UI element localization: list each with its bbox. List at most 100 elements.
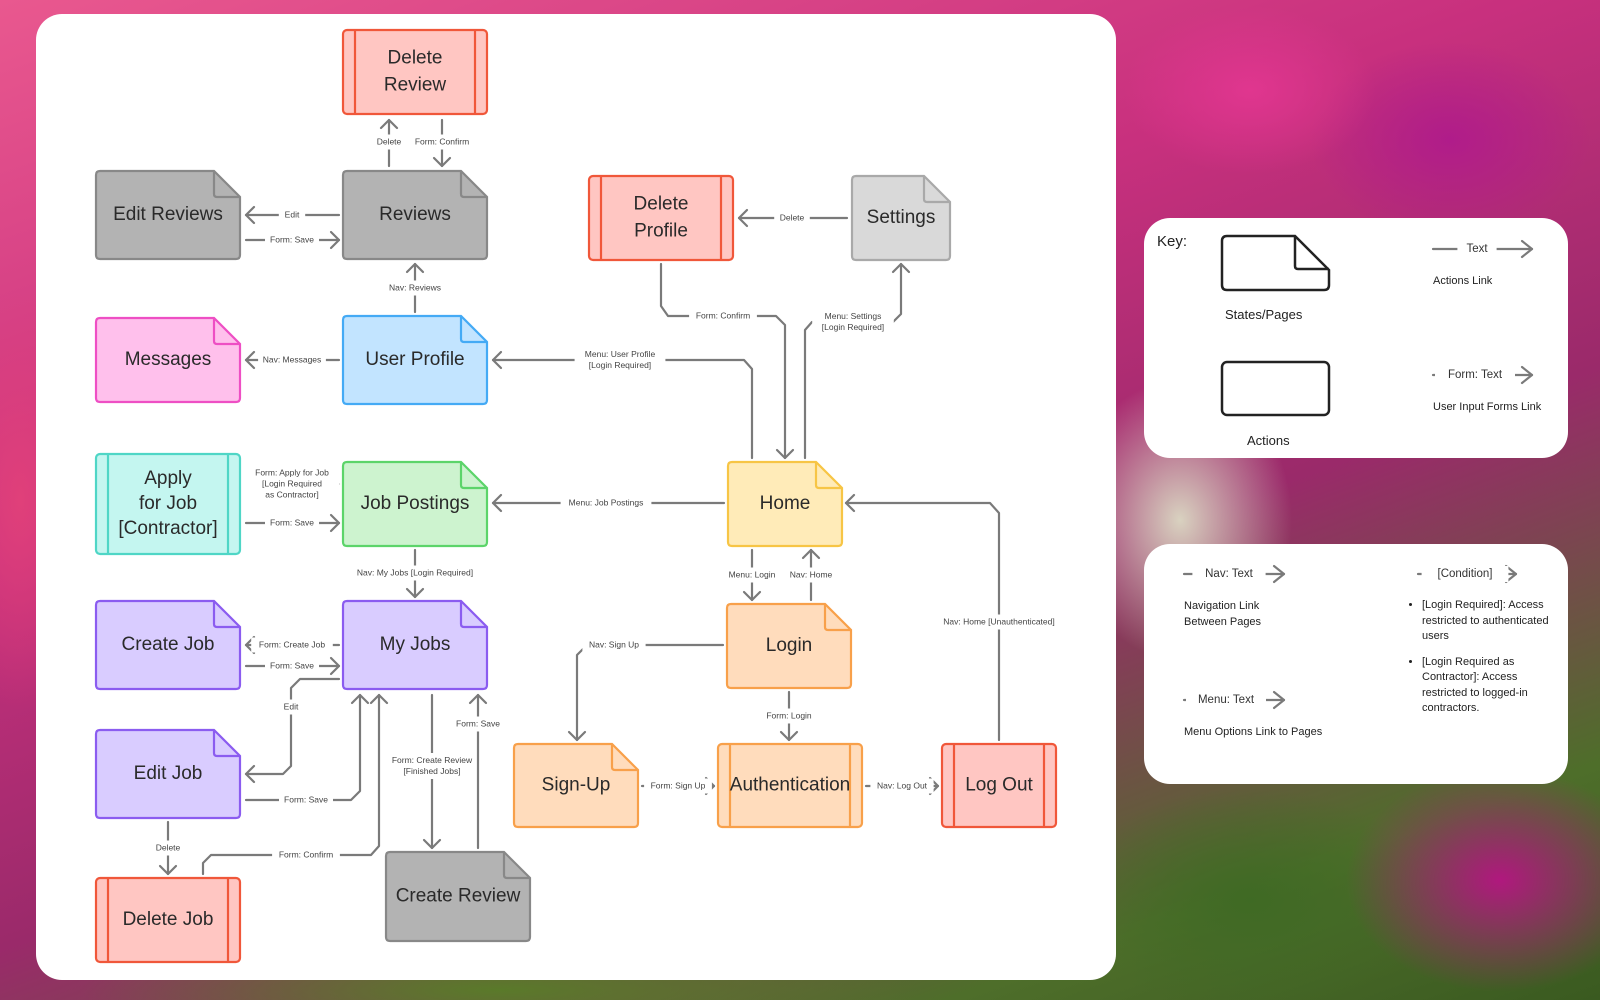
edge-reviews-to-edit-reviews[interactable]: Edit [244,205,341,225]
page-shape [94,316,242,404]
arrowhead-icon [158,864,178,876]
node-authentication[interactable]: Authentication [716,742,864,829]
edge-label: Nav: My Jobs [Login Required] [357,567,473,577]
node-edit-reviews[interactable]: Edit Reviews [94,169,242,261]
edge-settings-to-delete-profile[interactable]: Delete [737,208,849,228]
arrowhead-icon [775,448,795,460]
edge-label-bg [560,495,652,511]
node-edit-job[interactable]: Edit Job [94,728,242,820]
node-label: Reviews [379,204,451,225]
page-fold [212,318,240,346]
edge-user-profile-to-reviews[interactable]: Nav: Reviews [383,262,447,314]
node-login[interactable]: Login [725,602,853,690]
node-label: Create Job [122,634,215,655]
key-nav-link-label: Navigation Link Between Pages [1184,598,1261,630]
edge-label: Form: Confirm [696,310,750,320]
edge-apply-job-to-job-postings[interactable]: Form: Save [244,513,341,533]
edge-label-bg [383,280,447,296]
arrowhead-icon [779,730,799,742]
node-label: Login [766,635,813,656]
edge-edit-job-to-delete-job[interactable]: Delete [150,820,186,876]
edge-edit-reviews-to-reviews[interactable]: Form: Save [244,230,341,250]
edge-login-to-authentication[interactable]: Form: Login [759,690,819,742]
page-fold [459,171,487,199]
node-log-out[interactable]: Log Out [940,742,1058,829]
edge-edit-job-to-my-jobs[interactable]: Form: Save [244,693,370,808]
edge-authentication-to-log-out[interactable]: Nav: Log Out [864,776,940,796]
page-fold [459,316,487,344]
node-label: Job Postings [361,493,470,514]
edge-delete-profile-to-home[interactable]: Form: Confirm [659,262,795,460]
key-nav-link-line2: Between Pages [1184,616,1262,628]
action-shape [94,452,242,556]
edge-label: [Login Required [262,478,322,488]
edge-home-to-user-profile[interactable]: Menu: User Profile[Login Required] [491,347,754,460]
node-job-postings[interactable]: Job Postings [341,460,489,548]
node-label: My Jobs [380,634,451,655]
page-fold [459,601,487,629]
node-settings[interactable]: Settings [850,174,952,262]
node-label: [Contractor] [118,518,217,539]
node-reviews[interactable]: Reviews [341,169,489,261]
svg-text:Menu: Text: Menu: Text [1198,694,1255,706]
edge-delete-review-to-reviews[interactable]: Form: Confirm [408,118,476,168]
edge-sign-up-to-authentication[interactable]: Form: Sign Up [640,776,716,796]
edge-label: Form: Save [270,660,314,670]
node-my-jobs[interactable]: My Jobs [341,599,489,691]
edge-label: Nav: Home [Unauthenticated] [943,616,1055,626]
edge-my-jobs-to-edit-job[interactable]: Edit [244,677,341,784]
node-home[interactable]: Home [726,460,844,548]
node-delete-job[interactable]: Delete Job [94,876,242,964]
edge-label-bg [344,565,486,581]
edge-home-to-login[interactable]: Menu: Login [722,548,782,602]
edge-label: Form: Apply for Job [255,467,329,477]
edge-label: [Login Required] [822,322,884,332]
edge-label-bg [278,207,306,223]
action-shape [587,174,735,262]
arrowhead-icon [468,693,488,705]
edge-label-bg [870,778,934,794]
edge-create-review-to-my-jobs[interactable]: Form: Save [451,693,505,850]
edge-login-to-home[interactable]: Nav: Home [786,548,836,602]
node-messages[interactable]: Messages [94,316,242,404]
svg-text:Nav: Text: Nav: Text [1205,568,1254,580]
edge-my-jobs-to-create-job[interactable]: Form: Create Job [244,635,341,655]
arrowhead-icon [567,730,587,742]
edge-job-postings-to-my-jobs[interactable]: Nav: My Jobs [Login Required] [344,548,486,599]
edge-my-jobs-to-create-review[interactable]: Form: Create Review[Finished Jobs] [384,693,480,850]
node-label: Delete Job [123,909,214,930]
key-form-link-label: User Input Forms Link [1433,401,1542,413]
arrowhead-icon [844,493,856,513]
edge-label: Edit [284,701,299,711]
page-shape [94,728,242,820]
edge-user-profile-to-messages[interactable]: Nav: Messages [244,350,341,370]
arrowhead-icon [329,656,341,676]
edge-line [491,358,754,460]
node-create-job[interactable]: Create Job [94,599,242,691]
edge-delete-job-to-my-jobs[interactable]: Form: Confirm [201,693,389,876]
node-label: User Profile [365,349,464,370]
arrowhead-icon [737,208,749,228]
edge-home-to-settings[interactable]: Menu: Settings[Login Required] [803,262,911,460]
edge-label: Form: Confirm [415,136,469,146]
page-fold [212,601,240,629]
edge-login-to-sign-up[interactable]: Nav: Sign Up [567,637,725,742]
edge-log-out-to-home[interactable]: Nav: Home [Unauthenticated] [844,493,1066,742]
key-condition-list: [Login Required]: Access restricted to a… [1408,598,1562,727]
key-condition-arrow-icon: [Condition] [1416,564,1518,584]
edge-home-to-job-postings[interactable]: Menu: Job Postings [491,493,726,513]
node-user-profile[interactable]: User Profile [341,314,489,406]
edge-label-bg [150,840,186,856]
arrowhead-icon [422,838,442,850]
node-create-review[interactable]: Create Review [384,850,532,943]
node-sign-up[interactable]: Sign-Up [512,742,640,829]
arrowhead-icon [244,764,256,784]
arrowhead-icon [379,118,399,130]
edge-reviews-to-delete-review[interactable]: Delete [371,118,407,168]
edge-label-bg [251,637,333,653]
edge-create-job-to-my-jobs[interactable]: Form: Save [244,656,341,676]
